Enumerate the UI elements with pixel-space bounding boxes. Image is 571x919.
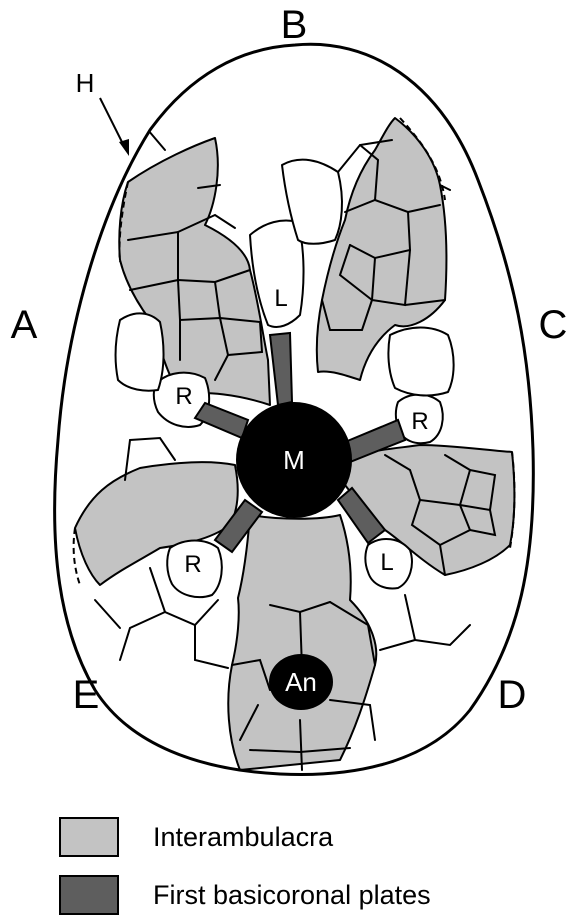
ambulacrum-label-d: D [498,673,527,717]
basicoronal-plate-b [268,331,294,407]
legend-swatch-basicoronal [59,875,119,915]
plate-label-l-lower-right: L [380,549,393,576]
basicoronal-plate-d [336,486,387,545]
interambulacrum-bc [315,117,448,381]
pointer-arrow-head [119,139,129,156]
plate-r-upper-left [152,371,211,428]
basicoronal-plate-e [213,498,264,554]
plate-field [74,117,516,771]
plate-label-r-lower-left: R [184,551,201,578]
ambulacrum-label-b: B [281,3,308,47]
ambulacrum-label-a: A [11,303,38,347]
plate-l-lower-right [364,538,413,590]
plate-a-side [114,312,165,392]
test-outline [53,42,535,777]
ambulacrum-label-e: E [73,673,100,717]
ambulacrum-label-c: C [539,303,568,347]
center-plate-label: M [283,445,305,475]
plate-r-lower-left [166,539,223,599]
pointer-arrow-line [99,97,125,147]
dashed-margin-ea [72,527,81,586]
plate-l-upper [249,219,305,328]
dashed-margin-cd [509,451,516,549]
legend-label-interambulacra: Interambulacra [153,822,334,852]
periproct [269,654,333,710]
pointer-label-h: H [76,68,95,98]
plate-b-top [281,158,343,245]
dashed-margin-bc [399,117,446,201]
plate-label-l-upper: L [274,285,287,312]
periproct-label: An [285,667,317,697]
legend-label-basicoronal: First basicoronal plates [153,880,431,910]
central-plate-m [236,402,352,518]
plate-label-r-upper-left: R [175,383,192,410]
plate-label-r-upper-right: R [411,408,428,435]
dashed-margin-ab [118,181,129,263]
basicoronal-plate-a [193,401,250,440]
interambulacrum-de [227,514,378,771]
legend-swatch-interambulacra [59,817,119,857]
plate-c-side [387,326,455,397]
legend: Interambulacra First basicoronal plates [59,817,431,915]
